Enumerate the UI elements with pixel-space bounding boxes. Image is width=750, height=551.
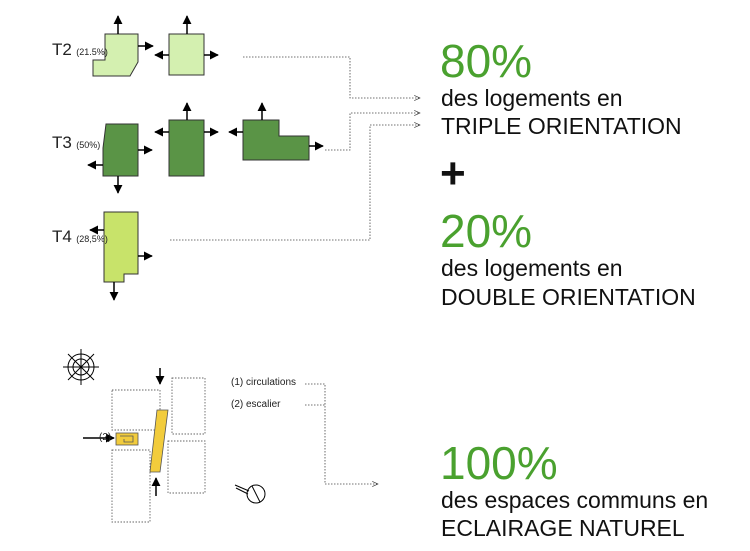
typology-type: T4 <box>52 227 72 246</box>
circulation-core <box>149 409 169 473</box>
t2-unit-a <box>92 15 154 77</box>
typology-share: (50%) <box>76 140 101 150</box>
t3-plan-b <box>168 119 205 177</box>
result-double-line1: des logements en <box>441 255 623 281</box>
connector-t2 <box>243 56 420 98</box>
staircase <box>115 432 139 446</box>
result-common-line2: ECLAIRAGE NATUREL <box>441 515 685 541</box>
connector-t3 <box>325 113 420 151</box>
staircase-marker-label: (2) <box>99 432 112 443</box>
staircase-symbol <box>120 435 134 443</box>
typology-t3-label: T3 (50%) <box>52 133 100 153</box>
t2-plan-b <box>168 33 205 76</box>
result-triple-value: 80% <box>440 35 533 87</box>
t3-unit-b <box>154 102 219 177</box>
typology-type: T2 <box>52 40 72 59</box>
t3-plan-a <box>102 123 139 177</box>
compass-rose-icon <box>63 349 99 385</box>
result-common-line1: des espaces communs en <box>441 487 709 513</box>
sun-orientation-icon <box>234 484 266 504</box>
t2-plan-a <box>92 33 139 77</box>
legend-circulations: (1) circulations <box>231 377 297 388</box>
t4-unit <box>89 211 153 301</box>
t3-plan-c <box>242 119 310 161</box>
connector-t4 <box>170 125 420 241</box>
building-block-nw <box>111 389 161 431</box>
t4-plan <box>103 211 139 283</box>
typology-t2-label: T2 (21.5%) <box>52 40 108 60</box>
result-triple-line2: TRIPLE ORIENTATION <box>441 113 682 139</box>
building-block-sw <box>111 449 151 523</box>
building-block-se <box>167 440 206 494</box>
building-block-ne <box>171 377 206 435</box>
result-double-value: 20% <box>440 205 533 257</box>
result-triple-line1: des logements en <box>441 85 623 111</box>
connectors <box>170 56 420 484</box>
t3-unit-c <box>228 102 324 161</box>
t2-unit-b <box>154 15 219 76</box>
common-spaces-plan <box>63 349 266 523</box>
connector-common <box>305 383 378 484</box>
result-common-value: 100% <box>440 437 558 489</box>
t3-unit-a <box>87 123 153 194</box>
typology-t4-label: T4 (28,5%) <box>52 227 108 247</box>
typology-share: (28,5%) <box>76 234 108 244</box>
result-double-line2: DOUBLE ORIENTATION <box>441 284 696 310</box>
typology-type: T3 <box>52 133 72 152</box>
plus-sign: + <box>440 149 466 198</box>
legend-escalier: (2) escalier <box>231 399 281 410</box>
typology-share: (21.5%) <box>76 47 108 57</box>
